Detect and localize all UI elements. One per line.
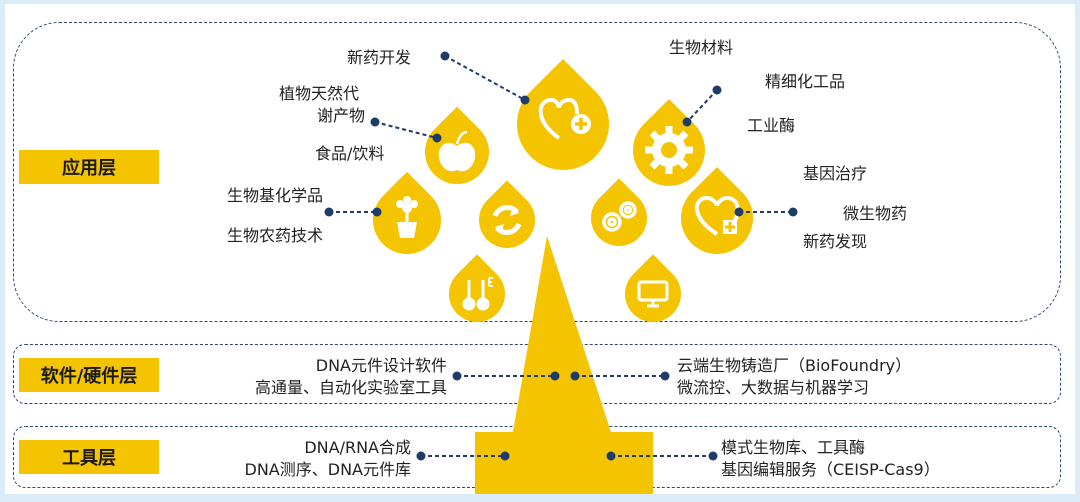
software-hardware-layer-label: 软件/硬件层 [19,358,159,392]
dot [550,371,560,381]
tool-layer-label: 工具层 [19,440,159,474]
dot [416,451,426,461]
tool-item-left-2: DNA测序、DNA元件库 [244,460,411,479]
app-item-drug-development: 新药开发 [347,48,412,67]
leaf-heart-cross [681,167,753,254]
dot [788,207,798,217]
leaf-heart-plus [517,58,609,170]
dot [734,207,744,217]
dot [708,451,718,461]
plant-pot-icon [396,196,418,238]
tree-graphic [324,51,798,494]
dot [440,51,450,61]
app-item-biobased-chemicals: 生物基化学品 [227,186,324,205]
dot [370,117,380,127]
app-item-biopesticide: 生物农药技术 [227,226,324,245]
apple-icon [438,130,476,172]
leaf-gears [591,178,647,246]
leaf-monitor [625,254,681,322]
tool-item-left-1: DNA/RNA合成 [304,438,411,457]
dot [606,451,616,461]
heart-cross-icon [694,195,740,236]
dot [372,207,382,217]
recycle-icon [492,205,522,235]
sw-item-left-1: DNA元件设计软件 [315,356,447,375]
dot [500,451,510,461]
application-layer-label: 应用层 [19,150,159,184]
app-item-drug-discovery: 新药发现 [803,232,868,251]
monitor-icon [637,280,669,308]
thermometer-icon [462,277,493,311]
app-item-gene-therapy: 基因治疗 [803,164,868,183]
app-item-food-beverage: 食品/饮料 [315,144,385,163]
app-item-plant-metabolite-1: 植物天然代 [279,84,360,103]
dot [660,371,670,381]
sw-item-left-2: 高通量、自动化实验室工具 [254,378,447,397]
heart-plus-icon [538,97,591,140]
tree-base [475,432,653,494]
dot [432,133,442,143]
leaf-thermometer [449,254,505,322]
app-item-biomaterial: 生物材料 [669,38,734,57]
app-item-industrial-enzyme: 工业酶 [747,116,796,135]
sw-item-right-2: 微流控、大数据与机器学习 [677,378,870,397]
dot [712,85,722,95]
diagram-canvas: 应用层 软件/硬件层 工具层 新药开发 生物材料 精细化工品 植物天然代 谢产物… [5,4,1075,494]
app-item-fine-chemicals: 精细化工品 [765,72,846,91]
tree-trunk [513,236,611,432]
dot [520,95,530,105]
sw-item-right-1: 云端生物铸造厂（BioFoundry） [677,356,912,375]
tool-item-right-2: 基因编辑服务（CEISP-Cas9） [721,460,940,479]
dot [570,371,580,381]
dot [324,207,334,217]
leaf-recycle [479,180,535,248]
leaf-apple [425,106,489,184]
app-item-microbial-drug: 微生物药 [843,204,908,223]
gears-icon [602,201,637,232]
leaf-plant-pot [373,171,441,254]
dot [682,117,692,127]
gear-icon [645,126,693,174]
app-item-plant-metabolite-2: 谢产物 [317,106,366,125]
tool-item-right-1: 模式生物库、工具酶 [721,438,866,457]
dot [452,371,462,381]
